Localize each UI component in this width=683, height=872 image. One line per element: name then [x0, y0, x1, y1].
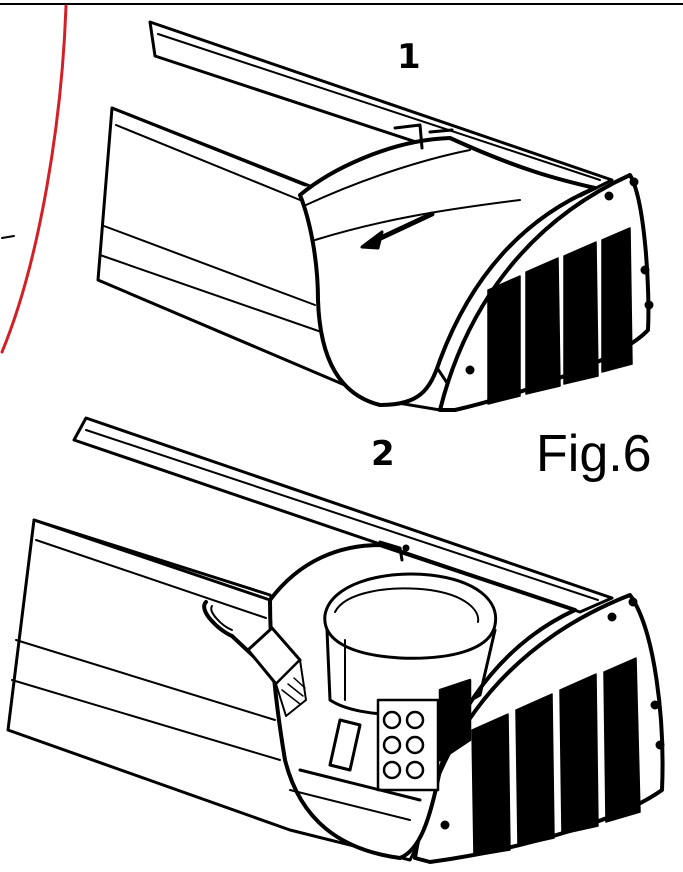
grille-2	[471, 657, 641, 857]
red-curve	[0, 4, 68, 354]
figure-label: Fig.6	[536, 425, 652, 483]
step-1-number: 1	[397, 37, 421, 77]
grille-1	[487, 227, 633, 405]
unit-2	[6, 416, 665, 864]
arrow-icon	[360, 211, 435, 250]
unit-1	[96, 20, 654, 412]
leader-tick	[1, 235, 15, 239]
side-cover-1	[298, 136, 597, 407]
brush-icon	[202, 600, 307, 717]
step-2-number: 2	[371, 434, 395, 474]
condenser-coil	[376, 678, 472, 792]
